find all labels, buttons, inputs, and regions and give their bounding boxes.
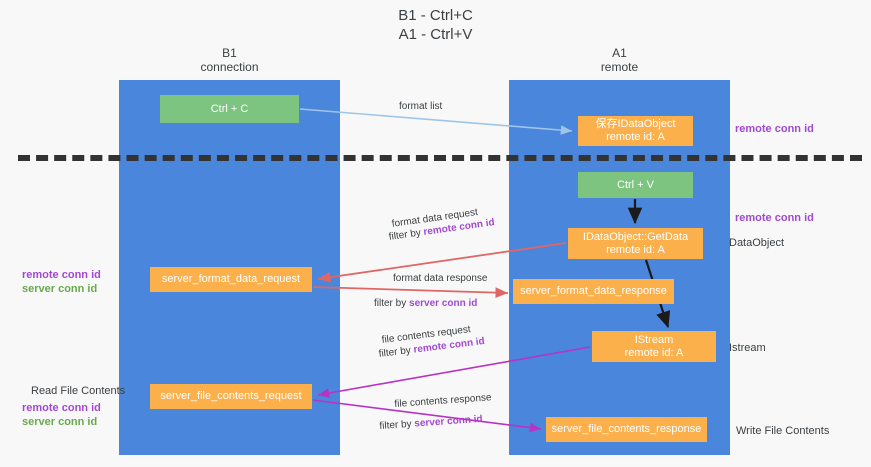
annotation-left-read-file-contents: Read File Contents <box>31 385 126 397</box>
node-save-idataobject[interactable]: 保存IDataObject remote id: A <box>578 116 693 146</box>
column-header-a1-role: remote <box>600 60 639 74</box>
title-line-1: B1 - Ctrl+C <box>398 7 473 24</box>
node-ctrl-v-label: Ctrl + V <box>617 178 654 191</box>
filter-key-server-conn-id: server conn id <box>409 298 478 309</box>
node-server-format-data-request-label: server_format_data_request <box>161 273 301 285</box>
node-server-format-data-request[interactable]: server_format_data_request <box>150 267 312 292</box>
annotation-left-server-conn-id-low: server conn id <box>22 416 98 428</box>
annotation-left-remote-conn-id-low: remote conn id <box>22 402 101 414</box>
node-server-file-contents-request-label: server_file_contents_request <box>160 390 302 402</box>
annotation-left-remote-conn-id-mid: remote conn id <box>22 269 101 281</box>
filter-prefix: filter by <box>374 298 410 309</box>
annotation-right-istream: Istream <box>729 342 766 354</box>
node-server-file-contents-response-label: server_file_contents_response <box>551 423 702 435</box>
annotation-left-server-conn-id-mid: server conn id <box>22 283 98 295</box>
edge-label-format-data-response: format data response <box>393 273 488 284</box>
arrow-format-list <box>299 108 573 135</box>
column-header-a1: A1 remote <box>509 46 730 74</box>
phase-separator <box>18 155 862 161</box>
node-idataobject-getdata[interactable]: IDataObject::GetData remote id: A <box>568 228 703 259</box>
column-header-b1-name: B1 <box>222 46 237 60</box>
node-server-format-data-response[interactable]: server_format_data_response <box>513 279 674 304</box>
annotation-left-conn-ids-mid: remote conn id server conn id <box>22 268 101 296</box>
arrow-file-contents-response <box>312 399 542 433</box>
node-server-file-contents-request[interactable]: server_file_contents_request <box>150 384 312 409</box>
node-istream[interactable]: IStream remote id: A <box>592 331 716 362</box>
column-header-b1: B1 connection <box>119 46 340 74</box>
node-save-idataobject-label: 保存IDataObject <box>595 118 676 130</box>
node-save-idataobject-sub: remote id: A <box>606 131 665 143</box>
column-header-b1-role: connection <box>200 60 259 74</box>
node-ctrl-v[interactable]: Ctrl + V <box>578 172 693 198</box>
annotation-left-conn-ids-low: remote conn id server conn id <box>22 401 101 429</box>
title-line-2: A1 - Ctrl+V <box>398 26 473 43</box>
node-server-file-contents-response[interactable]: server_file_contents_response <box>546 417 707 442</box>
column-header-a1-name: A1 <box>612 46 627 60</box>
arrow-file-contents-request <box>317 346 591 398</box>
node-istream-label: IStream <box>634 333 674 346</box>
annotation-right-write-file-contents: Write File Contents <box>736 425 830 437</box>
edge-label-format-list: format list <box>399 101 443 112</box>
arrow-format-data-response <box>312 286 509 299</box>
edge-label-format-data-response-filter: filter by server conn id <box>374 297 477 310</box>
page-title: B1 - Ctrl+C A1 - Ctrl+V <box>0 6 871 44</box>
annotation-right-data-object: DataObject <box>729 237 785 249</box>
node-ctrl-c-label: Ctrl + C <box>210 102 249 115</box>
node-server-format-data-response-label: server_format_data_response <box>520 285 667 297</box>
annotation-right-remote-conn-id-top: remote conn id <box>735 123 814 135</box>
arrow-format-data-request <box>317 242 567 283</box>
annotation-right-remote-conn-id-mid: remote conn id <box>735 212 814 224</box>
node-idataobject-getdata-label: IDataObject::GetData <box>582 230 689 243</box>
node-idataobject-getdata-sub: remote id: A <box>606 243 665 256</box>
node-istream-sub: remote id: A <box>624 346 684 359</box>
node-ctrl-c[interactable]: Ctrl + C <box>160 95 299 123</box>
